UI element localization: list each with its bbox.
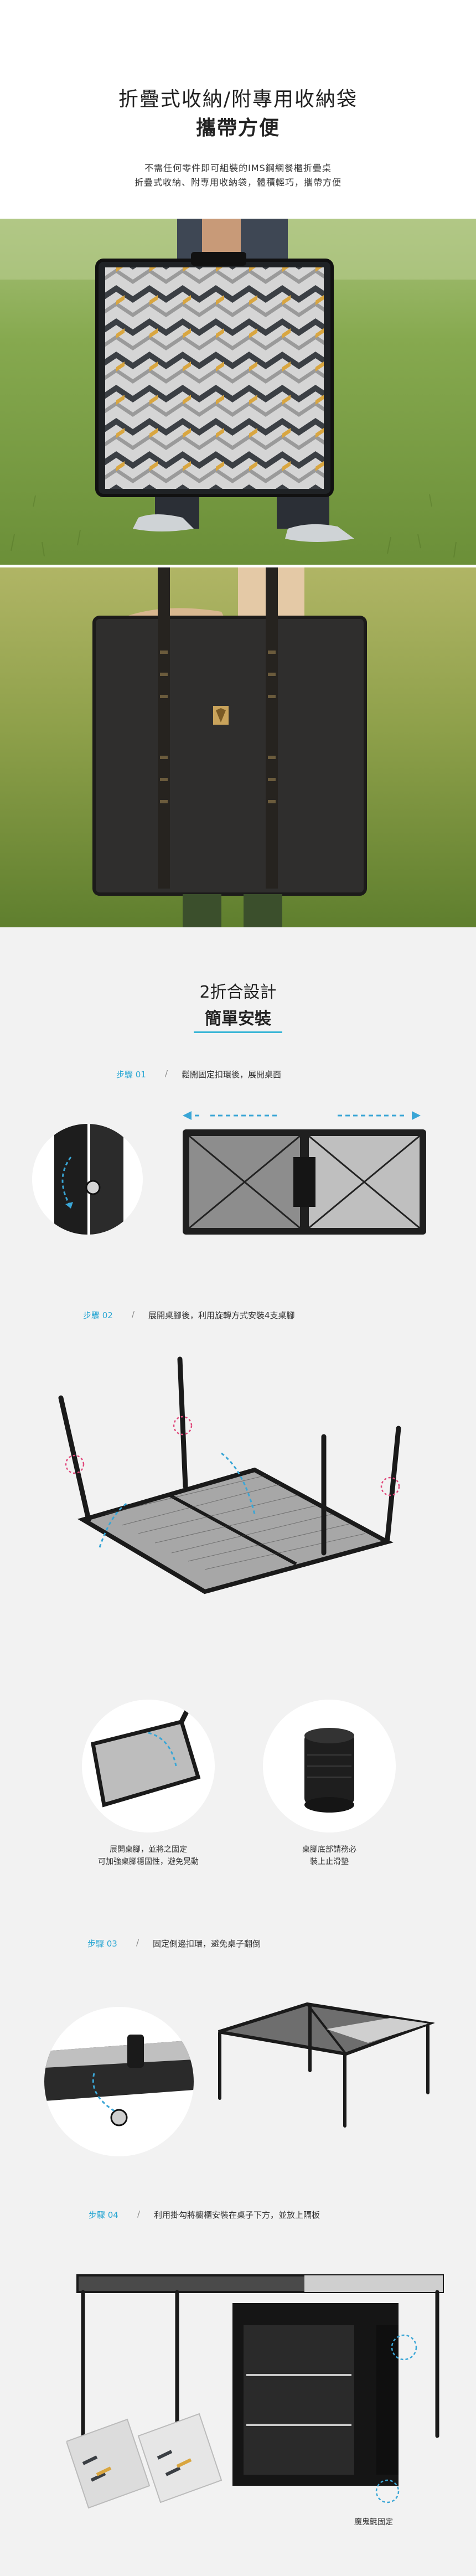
side-clasp-detail-circle [44, 2007, 194, 2156]
unfold-table-svg [183, 1111, 426, 1235]
title-line-1: 折疊式收納/附專用收納袋 [118, 88, 358, 111]
title-underline [194, 1031, 282, 1033]
assembly-title-line-2: 簡單安裝 [205, 1009, 271, 1029]
header-section: 折疊式收納/附專用收納袋 攜帶方便 不需任何零件即可組裝的IMS鋼網餐櫃折疊桌 … [0, 0, 476, 219]
step-02-number: 步驟 02 [83, 1310, 113, 1320]
buckle-detail-circle [32, 1124, 143, 1235]
step-separator: / [132, 1309, 135, 1319]
step-02-text: 展開桌腳後，利用旋轉方式安裝4支桌腳 [148, 1310, 295, 1320]
step-04-number: 步驟 04 [89, 2210, 118, 2220]
install-legs-svg [58, 1356, 401, 1594]
storage-bag-photo [0, 567, 476, 927]
assembly-section: 2折合設計 簡單安裝 步驟 01 / 鬆開固定扣環後，展開桌面 [0, 927, 476, 2576]
unfold-table-illustration [177, 1104, 432, 1243]
side-clasp-illustration [44, 2035, 194, 2126]
leg-lock-illustration [90, 1700, 201, 1808]
step-04-text: 利用掛勾將櫥櫃安裝在桌子下方，並放上隔板 [154, 2210, 320, 2220]
install-legs-illustration [44, 1337, 421, 1597]
description-line-1: 不需任何零件即可組裝的IMS鋼網餐櫃折疊桌 [144, 163, 332, 173]
magnet-caption: 魔鬼氈固定 [354, 2518, 393, 2527]
leg-lock-caption: 展開桌腳，並將之固定 可加強桌腳穩固性，避免晃動 [65, 1844, 231, 1868]
step-03-number: 步驟 03 [87, 1939, 117, 1949]
assembly-title-line-1: 2折合設計 [199, 983, 277, 1002]
leg-lock-detail-circle [82, 1700, 215, 1832]
foot-pad-illustration [304, 1728, 354, 1813]
buckle-detail-illustration [54, 1124, 123, 1235]
photo-storage-bag [0, 567, 476, 927]
step-02: 步驟 02 / 展開桌腳後，利用旋轉方式安裝4支桌腳 [83, 1309, 415, 1324]
foot-pad-caption-line-1: 桌腳底部請務必 [302, 1845, 356, 1854]
folded-table-photo [0, 219, 476, 565]
step-01-text: 鬆開固定扣環後，展開桌面 [182, 1070, 282, 1080]
foot-pad-caption: 桌腳底部請務必 裝上止滑墊 [274, 1844, 385, 1868]
assembled-table-illustration [208, 1993, 436, 2131]
step-separator: / [136, 1938, 139, 1948]
cabinet-install-svg [65, 2274, 444, 2509]
title-line-2: 攜帶方便 [195, 117, 280, 140]
cabinet-install-illustration [65, 2253, 454, 2513]
leg-lock-caption-line-1: 展開桌腳，並將之固定 [110, 1845, 187, 1854]
step-01: 步驟 01 / 鬆開固定扣環後，展開桌面 [116, 1068, 426, 1083]
description-line-2: 折疊式收納、附專用收納袋，體積輕巧，攜帶方便 [134, 177, 342, 188]
step-03: 步驟 03 / 固定側邊扣環，避免桌子翻倒 [87, 1938, 420, 1952]
leg-lock-caption-line-2: 可加強桌腳穩固性，避免晃動 [98, 1857, 199, 1866]
step-01-number: 步驟 01 [116, 1070, 146, 1080]
step-separator: / [137, 2209, 141, 2219]
assembled-table-svg [218, 2002, 436, 2128]
foot-pad-detail-circle [263, 1700, 396, 1832]
photo-folded-table-carry [0, 219, 476, 565]
step-04: 步驟 04 / 利用掛勾將櫥櫃安裝在桌子下方，並放上隔板 [89, 2209, 432, 2223]
step-03-text: 固定側邊扣環，避免桌子翻倒 [153, 1939, 261, 1949]
step-separator: / [165, 1068, 168, 1078]
foot-pad-caption-line-2: 裝上止滑墊 [310, 1857, 349, 1866]
